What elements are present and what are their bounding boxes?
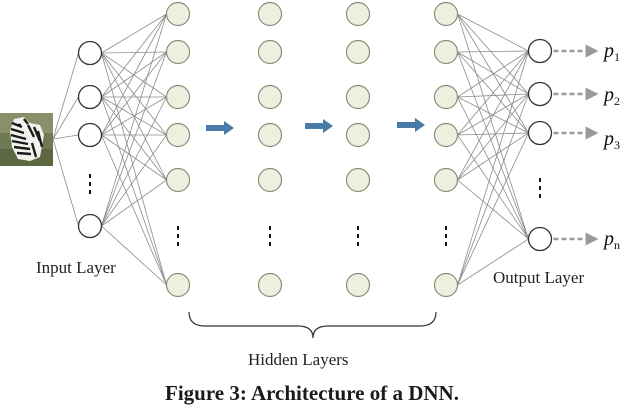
edge-line xyxy=(101,225,167,286)
output-prob-2: p2 xyxy=(604,84,620,108)
hidden-node xyxy=(257,84,283,110)
edge-line xyxy=(101,179,167,227)
neuron-nodes xyxy=(77,1,553,298)
connection-edges xyxy=(101,13,529,286)
image-edge-line xyxy=(52,52,79,140)
edge-line xyxy=(457,13,529,240)
layer-flow-arrows xyxy=(206,118,425,135)
input-node xyxy=(77,84,103,110)
output-node xyxy=(527,120,553,146)
output-node xyxy=(527,81,553,107)
hidden-node xyxy=(433,39,459,65)
edge-line xyxy=(101,96,167,286)
edge-line xyxy=(101,52,167,181)
hidden-node xyxy=(345,167,371,193)
edge-line xyxy=(101,13,167,98)
edge-line xyxy=(101,96,167,227)
edge-line xyxy=(457,50,529,98)
hidden-node xyxy=(257,272,283,298)
hidden-node xyxy=(433,1,459,27)
edge-line xyxy=(101,13,167,136)
edge-line xyxy=(457,132,529,181)
edge-line xyxy=(457,13,529,134)
image-edge-line xyxy=(52,138,79,227)
edge-line xyxy=(457,238,529,286)
input-node xyxy=(77,40,103,66)
edge-line xyxy=(457,13,529,52)
edge-line xyxy=(101,51,167,54)
edge-line xyxy=(101,134,167,227)
input-node xyxy=(77,122,103,148)
edge-line xyxy=(457,132,529,136)
hidden-node xyxy=(165,122,191,148)
hidden-node xyxy=(165,167,191,193)
edge-line xyxy=(101,134,167,286)
edge-line xyxy=(101,13,167,227)
output-prob-3: p3 xyxy=(604,128,620,152)
edge-line xyxy=(101,51,167,227)
hidden-node xyxy=(345,84,371,110)
output-arrows xyxy=(553,44,599,246)
edge-line xyxy=(457,50,529,136)
hidden-node xyxy=(345,122,371,148)
edge-line xyxy=(101,134,167,181)
hidden-layers-brace xyxy=(188,311,437,339)
hidden-layers-label: Hidden Layers xyxy=(248,350,349,369)
hidden-node xyxy=(433,84,459,110)
edge-line xyxy=(457,51,529,240)
edge-line xyxy=(457,51,529,95)
hidden-node xyxy=(165,84,191,110)
flow-arrow-icon xyxy=(397,118,425,132)
hidden-node xyxy=(345,39,371,65)
image-edge-line xyxy=(52,96,79,140)
hidden-node xyxy=(433,122,459,148)
zebra-image-icon xyxy=(0,113,53,166)
output-node xyxy=(527,38,553,64)
hidden-node xyxy=(345,1,371,27)
input-layer-label: Input Layer xyxy=(36,258,116,277)
edge-line xyxy=(457,50,529,53)
hidden-node xyxy=(345,272,371,298)
edge-line xyxy=(101,52,167,286)
edge-line xyxy=(457,13,529,95)
ellipsis-marks xyxy=(89,174,541,250)
output-layer-label: Output Layer xyxy=(493,268,585,287)
hidden-node xyxy=(433,167,459,193)
edge-line xyxy=(101,51,167,136)
edge-line xyxy=(101,13,167,54)
image-edge-line xyxy=(52,134,79,140)
input-node xyxy=(77,213,103,239)
edge-line xyxy=(457,93,529,136)
output-prob-1: p1 xyxy=(604,40,620,64)
edge-line xyxy=(101,96,167,136)
output-node xyxy=(527,226,553,252)
hidden-node xyxy=(257,122,283,148)
hidden-node xyxy=(257,167,283,193)
edge-line xyxy=(457,132,529,286)
edge-line xyxy=(457,134,529,240)
edge-line xyxy=(457,93,529,286)
edge-line xyxy=(457,93,529,98)
hidden-node xyxy=(165,272,191,298)
flow-arrow-icon xyxy=(305,119,333,133)
flow-arrow-icon xyxy=(206,121,234,135)
image-to-input-edges xyxy=(52,52,79,227)
output-prob-n: pn xyxy=(604,228,620,252)
hidden-node xyxy=(257,1,283,27)
edge-line xyxy=(457,93,529,181)
edge-line xyxy=(457,50,529,181)
hidden-node xyxy=(165,39,191,65)
hidden-node xyxy=(165,1,191,27)
figure-caption: Figure 3: Architecture of a DNN. xyxy=(165,381,459,405)
edge-line xyxy=(457,50,529,286)
hidden-node xyxy=(433,272,459,298)
hidden-node xyxy=(257,39,283,65)
